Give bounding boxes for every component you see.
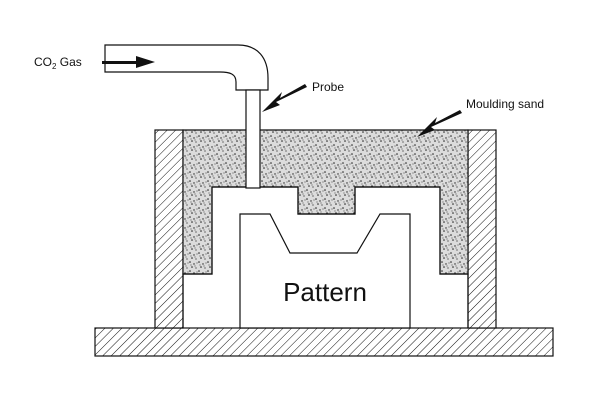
- probe-pointer-arrow-icon: [262, 84, 307, 112]
- flask-left-wall: [154, 129, 184, 329]
- pattern-block: [239, 213, 411, 329]
- probe-label: Probe: [312, 80, 344, 94]
- base-plate: [94, 327, 554, 357]
- gas-flow-arrow-icon: [102, 56, 155, 68]
- mould-cavity-outline: [182, 186, 469, 328]
- moulding-sand-label: Moulding sand: [466, 97, 544, 111]
- pattern-label: Pattern: [283, 277, 367, 307]
- flask-right-wall: [467, 129, 497, 329]
- co2-supply-pipe: [104, 44, 269, 91]
- co2-gas-label: CO2 Gas: [34, 55, 82, 71]
- moulding-sand-pointer-arrow-icon: [417, 110, 462, 137]
- probe: [245, 89, 261, 189]
